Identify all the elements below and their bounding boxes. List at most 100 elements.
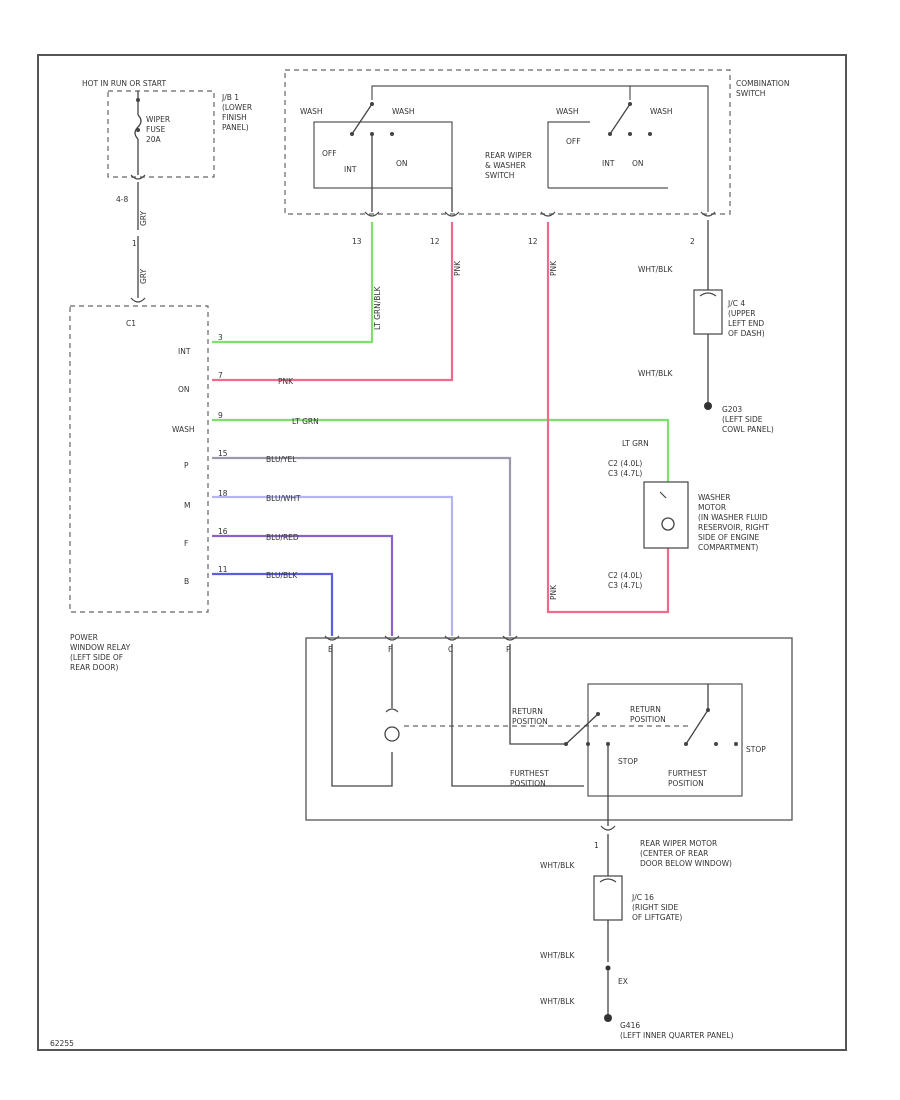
conn-12a-icon xyxy=(444,211,460,217)
motor-internal-p xyxy=(509,644,566,745)
wire-m-label: BLU/WHT xyxy=(266,494,301,503)
label-line: REAR WIPER MOTOR xyxy=(640,839,717,848)
jc16-connector xyxy=(593,875,623,921)
label-line: C2 (4.0L) xyxy=(608,459,642,468)
sw-left-int: INT xyxy=(344,165,357,174)
label-line: G416 xyxy=(620,1021,640,1030)
g416-label: G416(LEFT INNER QUARTER PANEL) xyxy=(620,1021,734,1040)
pin-12b-label: 12 xyxy=(528,237,538,246)
sw-left-on: ON xyxy=(396,159,408,168)
hot-in-label: HOT IN RUN OR START xyxy=(82,79,166,88)
relay-conn-label: C1 xyxy=(126,319,136,328)
relay-m-label: M xyxy=(184,501,190,510)
label-line: COWL PANEL) xyxy=(722,425,774,434)
sw-right-dot2 xyxy=(628,132,632,136)
pin-mf-label: F xyxy=(388,645,392,654)
stop-label-2: STOP xyxy=(746,745,766,754)
jc4-connector-inner xyxy=(699,292,717,297)
pin-12a-label: 12 xyxy=(430,237,440,246)
label-line: & WASHER xyxy=(485,161,526,170)
ex-splice-dot xyxy=(605,965,611,971)
sw-left-wash1: WASH xyxy=(300,107,323,116)
label-line: (LEFT SIDE xyxy=(722,415,763,424)
pin-on-label: 7 xyxy=(218,371,223,380)
conn-m-gnd-icon xyxy=(600,825,616,831)
lt-grn-label: LT GRN xyxy=(622,439,649,448)
label-line: POSITION xyxy=(512,717,548,726)
sw-left-dot3 xyxy=(390,132,394,136)
label-line: SWITCH xyxy=(485,171,514,180)
label-line: RETURN xyxy=(630,705,661,714)
conn-mp-icon xyxy=(502,635,518,641)
rear-wiper-switch-body xyxy=(313,121,453,189)
label-line: (RIGHT SIDE xyxy=(632,903,679,912)
wht-blk-label-3: WHT/BLK xyxy=(540,861,575,870)
label-line: COMBINATION xyxy=(736,79,789,88)
park-dot-5 xyxy=(684,742,688,746)
pin-mb-label: B xyxy=(328,645,333,654)
jc16-connector-inner xyxy=(599,878,617,883)
relay-b-label: B xyxy=(184,577,189,586)
wire-on-label-v: PNK xyxy=(453,260,462,276)
gry-wire-label-1: GRY xyxy=(139,210,148,226)
motor-internal-c xyxy=(451,644,584,787)
label-line: 20A xyxy=(146,135,162,144)
sw-right-int: INT xyxy=(602,159,615,168)
conn-mc-icon xyxy=(444,635,460,641)
sw-left-off: OFF xyxy=(322,149,337,158)
rear-motor-terminal-icon xyxy=(385,708,399,713)
park-dot-7 xyxy=(714,742,718,746)
wht-blk-label-1: WHT/BLK xyxy=(638,265,673,274)
pin-int-label: 3 xyxy=(218,333,223,342)
park-contact-1 xyxy=(565,713,599,745)
pin-b-label: 11 xyxy=(218,565,228,574)
wht-blk-label-4: WHT/BLK xyxy=(540,951,575,960)
label-line: RETURN xyxy=(512,707,543,716)
sw-right-contact xyxy=(609,103,631,135)
wire-lt-grn-wsh xyxy=(212,418,670,482)
relay-top-connector-icon xyxy=(130,297,146,303)
motor-internal-b xyxy=(331,644,393,787)
park-dot-8 xyxy=(734,742,738,746)
diagram-frame xyxy=(37,54,847,1051)
label-line: REAR DOOR) xyxy=(70,663,118,672)
washer-motor-body xyxy=(643,481,689,549)
ex-label: EX xyxy=(618,977,628,986)
pin-m-label: 18 xyxy=(218,489,228,498)
label-line: REAR WIPER xyxy=(485,151,532,160)
wire-blu-blk-b xyxy=(212,572,334,636)
washer-motor-terminal-icon xyxy=(659,491,667,499)
fuse-connector-icon xyxy=(130,174,146,180)
washer-motor-icon xyxy=(661,517,675,531)
pin-m-gnd-label: 1 xyxy=(594,841,599,850)
label-line: OF LIFTGATE) xyxy=(632,913,682,922)
wire-blu-wht-m xyxy=(212,495,454,636)
label-line: C2 (4.0L) xyxy=(608,571,642,580)
wire-pnk-label-v2: PNK xyxy=(549,584,558,600)
rear-wiper-motor-box xyxy=(305,637,793,821)
conn-mf-icon xyxy=(384,635,400,641)
wire-p-label: BLU/YEL xyxy=(266,455,297,464)
park-switch-box xyxy=(587,683,743,797)
label-line: J/C 16 xyxy=(631,893,654,902)
pin-13-label: 13 xyxy=(352,237,362,246)
label-line: OF DASH) xyxy=(728,329,765,338)
label-line: FURTHEST xyxy=(668,769,707,778)
label-line: FUSE xyxy=(146,125,166,134)
sw-right-off: OFF xyxy=(566,137,581,146)
sw-left-dot1 xyxy=(350,132,354,136)
label-line: MOTOR xyxy=(698,503,726,512)
sw-right-dot1 xyxy=(608,132,612,136)
label-line: J/B 1 xyxy=(221,93,239,102)
label-line: PANEL) xyxy=(222,123,249,132)
sw-right-on: ON xyxy=(632,159,644,168)
label-line: (UPPER xyxy=(728,309,755,318)
conn-12b-icon xyxy=(540,211,556,217)
relay-on-label: ON xyxy=(178,385,190,394)
